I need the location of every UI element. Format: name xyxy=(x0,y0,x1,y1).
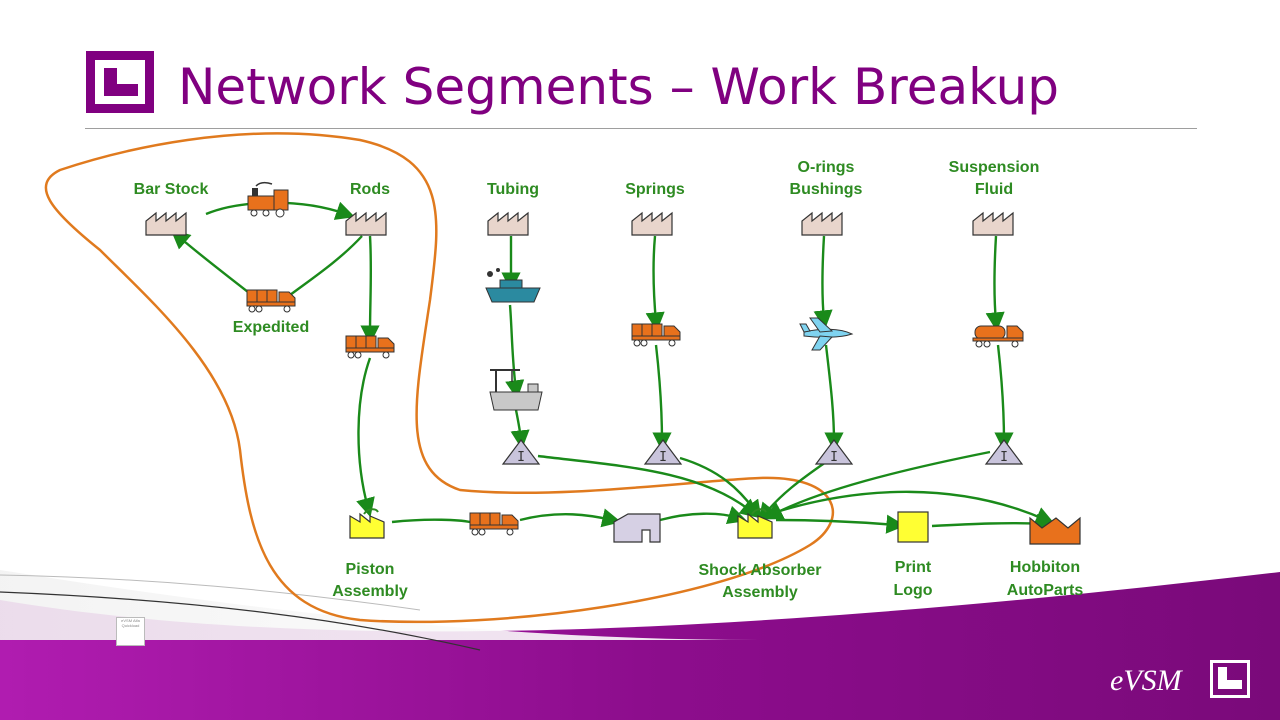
svg-text:I: I xyxy=(659,450,667,465)
label-bushings: Bushings xyxy=(789,181,863,198)
label-piston-assembly: Assembly xyxy=(332,583,408,600)
flow-piston-truck xyxy=(391,518,471,524)
flow-shock-hobbiton xyxy=(769,490,1055,525)
brand-text: eVSM xyxy=(1110,664,1182,697)
flow-expedited-barstock xyxy=(170,229,249,293)
evsm-logo-icon xyxy=(86,51,154,113)
flow-inv2-shock xyxy=(679,456,762,520)
assembly-factory-icon xyxy=(349,508,385,539)
factory-icon xyxy=(487,212,529,236)
flow-plane-inv3 xyxy=(824,344,844,452)
flow-truck-inv2 xyxy=(652,344,672,452)
flow-print-hobbiton xyxy=(931,513,1056,534)
segment-boundary-loop xyxy=(44,132,835,624)
factory-icon xyxy=(345,212,387,236)
inventory-icon: I xyxy=(815,439,853,465)
flow-springs-truck xyxy=(645,235,665,332)
warehouse-icon xyxy=(613,513,661,543)
label-tubing: Tubing xyxy=(486,181,540,198)
label-springs: Springs xyxy=(625,181,685,198)
svg-text:I: I xyxy=(1000,450,1008,465)
truck-icon xyxy=(631,323,681,347)
flow-rods-truck xyxy=(360,235,380,345)
label-suspension: Suspension xyxy=(948,159,1040,176)
inventory-icon: I xyxy=(502,439,540,465)
tiny-note: eVSM Alfa Quickload xyxy=(116,617,145,646)
print-logo-process-icon xyxy=(897,511,929,543)
svg-text:I: I xyxy=(517,450,525,465)
flow-warehouse-shock xyxy=(659,505,748,525)
flow-rods-expedited xyxy=(289,235,363,296)
factory-icon xyxy=(631,212,673,236)
label-bar-stock: Bar Stock xyxy=(133,181,209,198)
tanker-truck-icon xyxy=(972,325,1024,348)
flow-ship-barge xyxy=(505,304,525,400)
label-orings: O-rings xyxy=(797,159,855,176)
title-divider xyxy=(85,128,1197,129)
truck-icon xyxy=(345,335,395,359)
factory-icon xyxy=(972,212,1014,236)
svg-text:I: I xyxy=(830,450,838,465)
flow-truck-piston xyxy=(356,357,375,518)
brand-logo-icon xyxy=(1210,660,1250,698)
barge-icon xyxy=(489,369,543,411)
flow-truck-warehouse xyxy=(519,508,622,528)
label-autoparts: AutoParts xyxy=(1006,582,1084,599)
flow-shock-print xyxy=(775,514,906,534)
flow-orings-plane xyxy=(813,235,833,330)
customer-icon xyxy=(1029,516,1081,545)
label-fluid: Fluid xyxy=(974,181,1014,198)
train-icon xyxy=(247,181,289,218)
label-hobbiton: Hobbiton xyxy=(1009,559,1081,576)
label-piston: Piston xyxy=(345,561,395,578)
label-print: Print xyxy=(894,559,932,576)
flow-inv4-shock xyxy=(763,450,991,520)
airplane-icon xyxy=(799,317,854,351)
truck-icon xyxy=(469,512,519,536)
flow-tanker-inv4 xyxy=(994,344,1014,452)
page-title: Network Segments – Work Breakup xyxy=(178,58,1060,116)
inventory-icon: I xyxy=(985,439,1023,465)
truck-icon xyxy=(246,289,296,313)
inventory-icon: I xyxy=(644,439,682,465)
label-rods: Rods xyxy=(350,181,390,198)
label-expedited: Expedited xyxy=(232,319,310,336)
factory-icon xyxy=(145,212,187,236)
flow-barge-inv xyxy=(510,409,530,450)
label-logo: Logo xyxy=(893,582,933,599)
assembly-factory-icon xyxy=(737,508,773,539)
label-shock-absorber: Shock Absorber xyxy=(698,562,822,579)
factory-icon xyxy=(801,212,843,236)
flow-fluid-tanker xyxy=(985,235,1005,332)
flow-inv1-shock xyxy=(537,454,760,519)
label-shock-assembly: Assembly xyxy=(722,584,798,601)
ship-icon xyxy=(485,268,541,303)
